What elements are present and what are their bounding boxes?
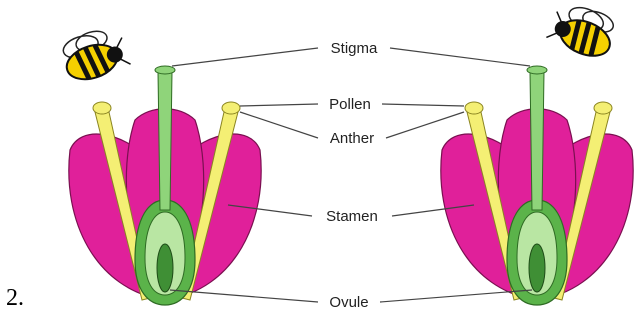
label-stigma: Stigma [331,40,378,57]
left-ovule [157,244,173,292]
left-flower [69,66,261,305]
right-anther-a [465,102,483,114]
right-anther-b [594,102,612,114]
label-stamen: Stamen [326,208,378,225]
bee-right [546,0,620,63]
bee-left [58,23,131,85]
left-anther-b [222,102,240,114]
left-stigma [155,66,175,74]
right-ovule [529,244,545,292]
question-number: 2. [6,285,24,312]
left-anther-a [93,102,111,114]
right-flower [441,66,633,305]
label-pollen: Pollen [329,96,371,113]
label-ovule: Ovule [329,294,368,311]
label-anther: Anther [330,130,374,147]
right-stigma [527,66,547,74]
